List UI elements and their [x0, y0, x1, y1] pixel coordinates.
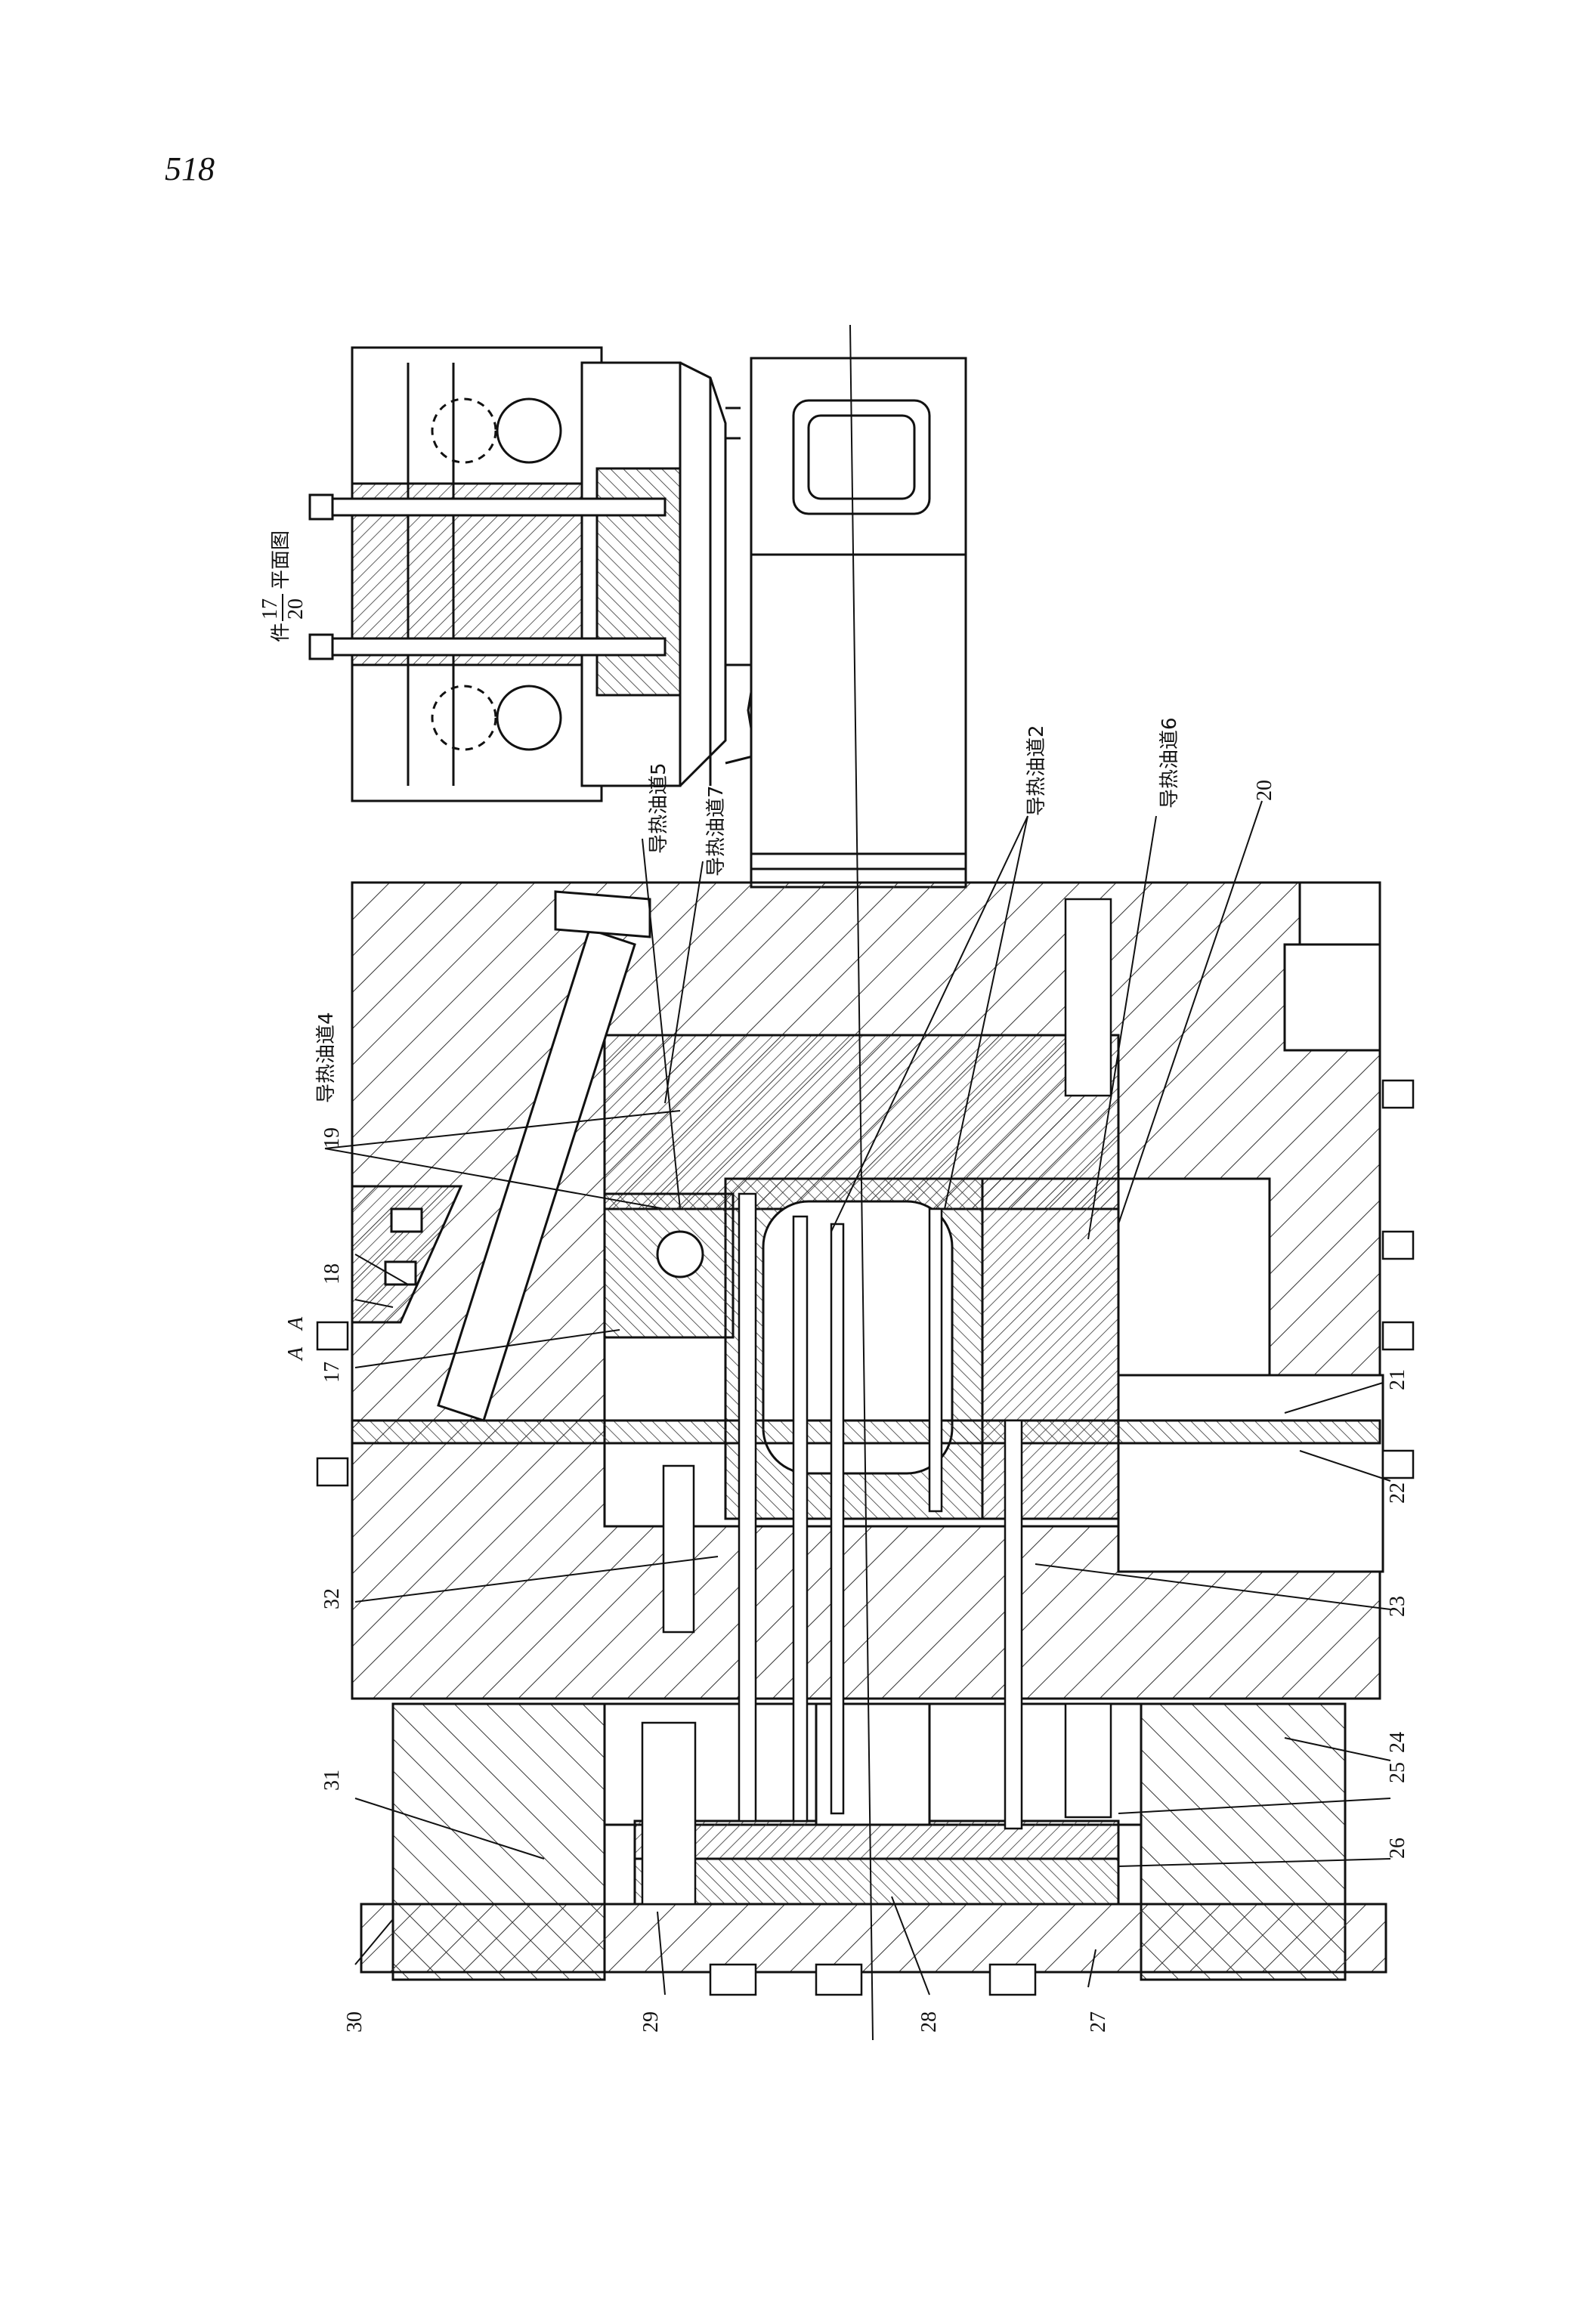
plan-view	[308, 346, 757, 802]
label-channel-5: 导热油道5	[648, 762, 670, 854]
plan-view-caption: 件 17 20 平面图	[258, 530, 308, 642]
label-27: 27	[1087, 2011, 1110, 2033]
part-labels: 19 18 A A 17 32 31 30 29 28 27 26 25 24 …	[284, 717, 1409, 2033]
label-30: 30	[343, 2011, 367, 2033]
label-21: 21	[1386, 1369, 1409, 1390]
label-channel-7: 导热油道7	[705, 785, 728, 876]
label-31: 31	[320, 1770, 344, 1791]
caption-suffix: 平面图	[270, 530, 292, 589]
label-32: 32	[320, 1588, 344, 1609]
page-number: 518	[165, 150, 215, 187]
leader-lines	[324, 800, 1391, 1996]
label-section-a1: A	[284, 1346, 308, 1362]
label-24: 24	[1386, 1732, 1409, 1753]
label-section-a2: A	[284, 1316, 308, 1331]
bolts	[316, 1079, 1415, 1996]
label-22: 22	[1386, 1482, 1409, 1504]
label-20: 20	[1253, 780, 1276, 801]
label-18: 18	[320, 1263, 344, 1285]
label-channel-4: 导热油道4	[315, 1012, 338, 1103]
label-29: 29	[639, 2011, 663, 2033]
caption-prefix: 件	[270, 623, 292, 642]
ejector-pins	[641, 898, 1112, 1906]
ejector-plates	[360, 1702, 1387, 1981]
label-23: 23	[1386, 1596, 1409, 1617]
angle-pin	[437, 890, 651, 1422]
caption-numerator: 17	[258, 598, 282, 620]
centerline	[849, 324, 874, 2041]
caption-denominator: 20	[284, 598, 308, 620]
label-channel-6: 导热油道6	[1158, 717, 1181, 808]
label-19: 19	[320, 1127, 344, 1148]
label-channel-2: 导热油道2	[1025, 725, 1048, 816]
label-17: 17	[320, 1362, 344, 1383]
label-25: 25	[1386, 1762, 1409, 1783]
sprue-block	[750, 357, 967, 889]
label-28: 28	[917, 2011, 941, 2033]
label-26: 26	[1386, 1838, 1409, 1859]
